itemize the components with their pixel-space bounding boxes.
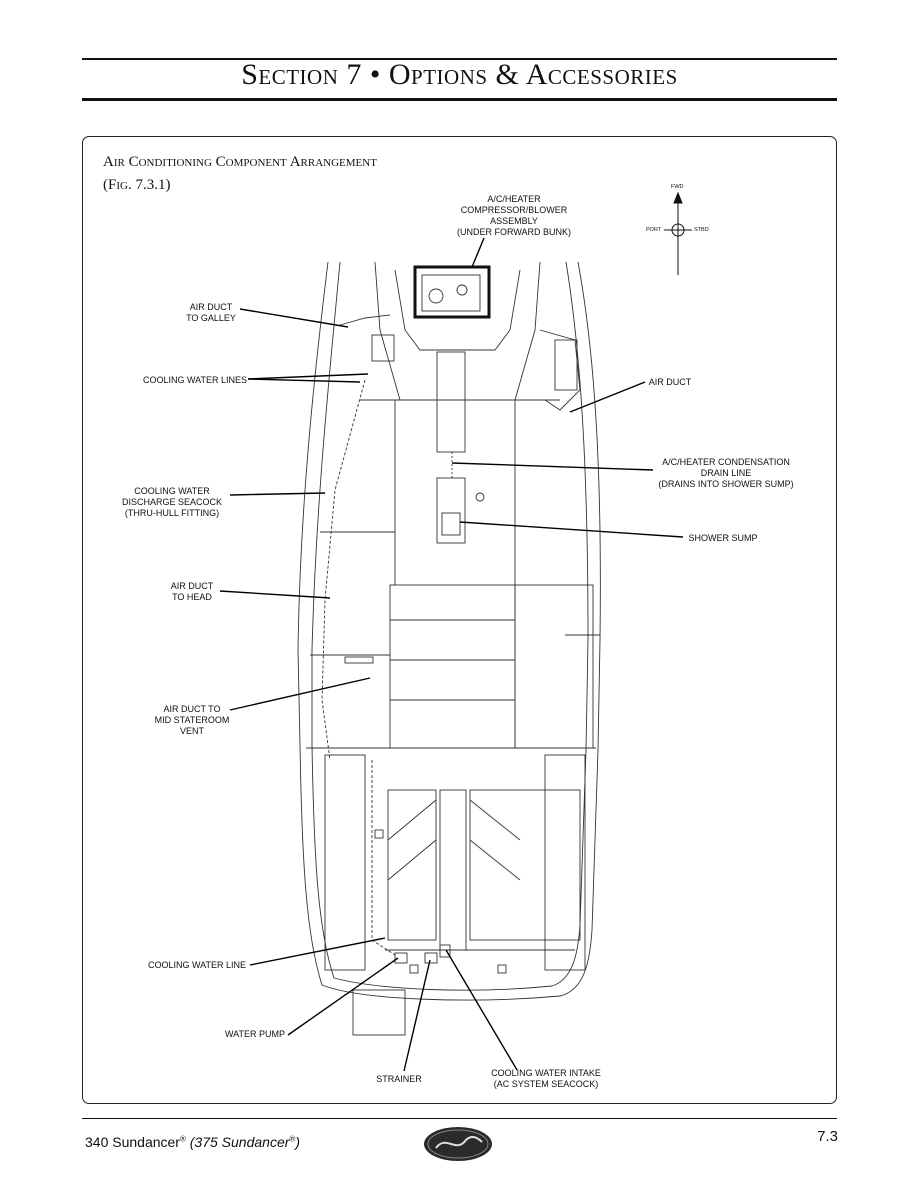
- footer-rule: [82, 1118, 837, 1119]
- callout-cooling-water-line: COOLING WATER LINE: [147, 960, 246, 970]
- figure-panel: [82, 136, 837, 1104]
- footer-model-name: 340 Sundancer® (375 Sundancer®): [85, 1134, 300, 1150]
- section-title: Section 7 • Options & Accessories: [241, 58, 678, 91]
- compass-stbd-label: STBD: [694, 227, 709, 233]
- callout-water-pump: WATER PUMP: [225, 1029, 285, 1039]
- hull-outline: [297, 261, 601, 1001]
- callout-air-duct: AIR DUCT: [648, 377, 692, 387]
- header-rule-bottom: [82, 98, 837, 101]
- compass-fwd-label: FWD: [671, 184, 684, 190]
- compressor-highlight-box: [413, 265, 491, 319]
- hull-inner: [311, 261, 589, 991]
- header-rule-top: [82, 58, 837, 60]
- figure-title: Air Conditioning Component Arrangement: [103, 154, 377, 170]
- figure-ref: (Fig. 7.3.1): [103, 177, 171, 193]
- callout-strainer: STRAINER: [376, 1074, 422, 1084]
- leader-lines: [219, 237, 684, 1072]
- page-number: 7.3: [817, 1128, 838, 1145]
- callout-cooling-water-lines: COOLING WATER LINES: [142, 375, 247, 385]
- callout-intake: COOLING WATER INTAKE(AC SYSTEM SEACOCK): [491, 1068, 601, 1089]
- sea-ray-logo-icon: [424, 1127, 492, 1161]
- callout-shower-sump: SHOWER SUMP: [688, 533, 758, 543]
- compass-rose: [664, 191, 692, 275]
- compass-port-label: PORT: [646, 227, 662, 233]
